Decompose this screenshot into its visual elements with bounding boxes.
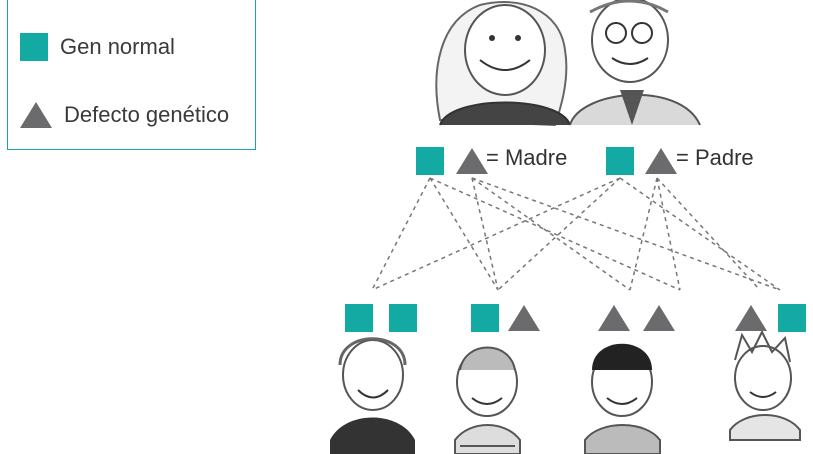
child2-gene2-defect-icon	[508, 305, 540, 331]
triangle-defect-icon	[20, 102, 52, 128]
child3-gene1-defect-icon	[598, 305, 630, 331]
square-normal-gene-icon	[20, 33, 48, 61]
mother-label: = Madre	[486, 145, 568, 170]
legend-row-defect: Defecto genético	[20, 98, 229, 132]
illustration-child	[330, 329, 801, 454]
legend-label-normal: Gen normal	[60, 34, 175, 59]
legend-label-defect: Defecto genético	[64, 102, 230, 127]
legend-box: Gen normal Defecto genético	[7, 0, 256, 150]
child4-gene2-normal-icon	[778, 304, 806, 332]
child3-gene2-defect-icon	[643, 305, 675, 331]
father-normal-gene-icon	[606, 147, 634, 175]
legend-row-normal: Gen normal	[20, 30, 175, 64]
inheritance-lines	[371, 177, 781, 291]
mother-defect-icon	[456, 148, 488, 174]
illustration-parents	[435, 0, 701, 127]
father-defect-icon	[645, 148, 677, 174]
child1-gene2-normal-icon	[389, 304, 417, 332]
child1-gene1-normal-icon	[345, 304, 373, 332]
child4-gene1-defect-icon	[735, 305, 767, 331]
father-label: = Padre	[676, 145, 754, 170]
child2-gene1-normal-icon	[471, 304, 499, 332]
mother-normal-gene-icon	[416, 147, 444, 175]
